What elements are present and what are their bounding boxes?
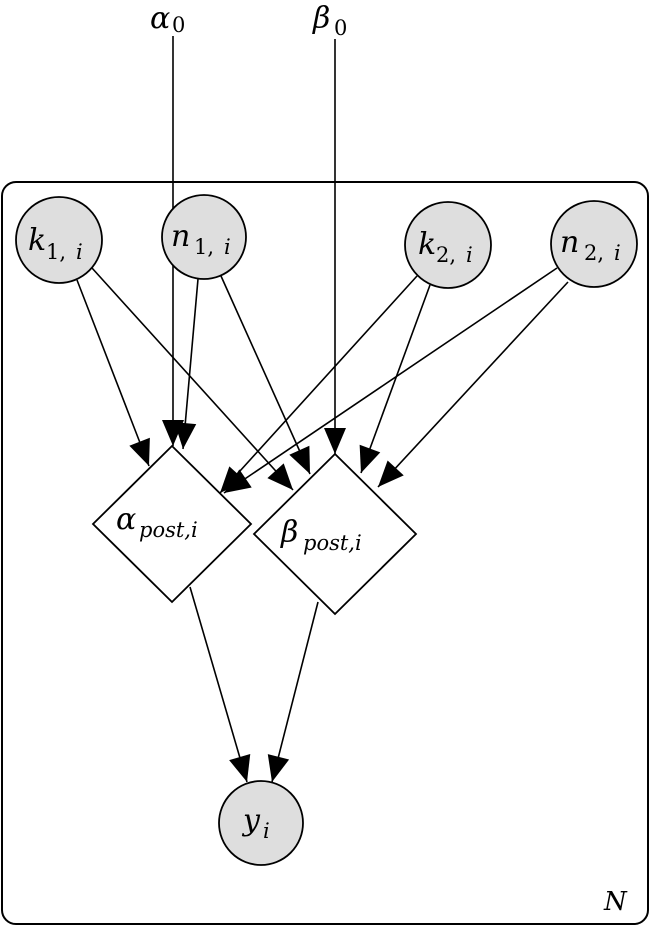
node-n2-symbol: n [560, 225, 579, 260]
edges [76, 36, 569, 783]
beta0-symbol: β [312, 1, 330, 36]
alpha0-subscript: 0 [172, 13, 185, 37]
plate-label: N [603, 887, 628, 917]
node-y-index: i [263, 819, 270, 843]
node-k1-index: i [76, 240, 83, 264]
node-alpha-post-symbol: α [116, 502, 136, 537]
node-n2-index: i [614, 241, 621, 265]
edge-n2-to-alpha_post [223, 267, 558, 494]
node-n1-symbol: n [171, 219, 190, 254]
node-n1-index: i [224, 235, 231, 259]
arrowhead-beta_post-to-y [267, 754, 290, 782]
alpha0-symbol: α [150, 1, 170, 36]
node-alpha-post-diamond [91, 444, 253, 604]
arrowhead-k2-to-beta_post [359, 444, 381, 473]
node-k2-symbol: k [418, 227, 436, 262]
node-k2-index: i [466, 243, 473, 267]
edge-n1-to-beta_post [220, 275, 311, 475]
node-n2-circle [550, 200, 638, 288]
node-y-symbol: y [241, 803, 261, 838]
node-y-circle [218, 780, 304, 866]
node-beta-post-symbol: β [280, 515, 298, 550]
node-k2-subscript: 2, [436, 243, 456, 267]
plate [1, 181, 649, 925]
node-alpha-post-subscript: post,i [139, 518, 198, 542]
node-k1-symbol: k [28, 223, 46, 258]
edge-n2-to-beta_post [377, 281, 569, 488]
arrowhead-n1-to-alpha_post [174, 422, 197, 449]
node-n1-circle [161, 194, 247, 280]
beta0-subscript: 0 [334, 16, 347, 40]
node-alpha-post: α post,i [91, 444, 253, 604]
node-beta-post-diamond [252, 452, 418, 616]
node-k1: k 1, i [15, 196, 103, 284]
arrowhead-alpha_post-to-y [229, 753, 251, 782]
arrowhead-beta0-to-beta_post [324, 428, 346, 454]
arrowhead-n1-to-beta_post [289, 445, 310, 474]
edge-beta_post-to-y [271, 601, 319, 783]
edge-k1-to-alpha_post [76, 279, 150, 467]
hyper-alpha0: α 0 [150, 1, 185, 37]
node-k2-circle [404, 201, 492, 289]
node-n2-subscript: 2, [584, 241, 604, 265]
edge-n1-to-alpha_post [182, 278, 199, 450]
node-n1-subscript: 1, [194, 235, 214, 259]
arrowhead-n2-to-beta_post [378, 460, 404, 487]
node-y: y i [218, 780, 304, 866]
edge-k1-to-beta_post [91, 267, 294, 491]
node-k1-subscript: 1, [46, 240, 66, 264]
node-beta-post-subscript: post,i [303, 531, 362, 555]
edge-k2-to-alpha_post [219, 275, 418, 494]
edge-alpha_post-to-y [189, 586, 248, 783]
node-k1-circle [15, 196, 103, 284]
arrowhead-k1-to-beta_post [267, 463, 293, 490]
edge-k2-to-beta_post [360, 284, 431, 474]
hyper-beta0: β 0 [312, 1, 347, 40]
arrowhead-k1-to-alpha_post [129, 437, 150, 466]
node-n1: n 1, i [161, 194, 247, 280]
node-beta-post: β post,i [252, 452, 418, 616]
arrowhead-n2-to-alpha_post [224, 469, 252, 493]
node-n2: n 2, i [550, 200, 638, 288]
node-k2: k 2, i [404, 201, 492, 289]
